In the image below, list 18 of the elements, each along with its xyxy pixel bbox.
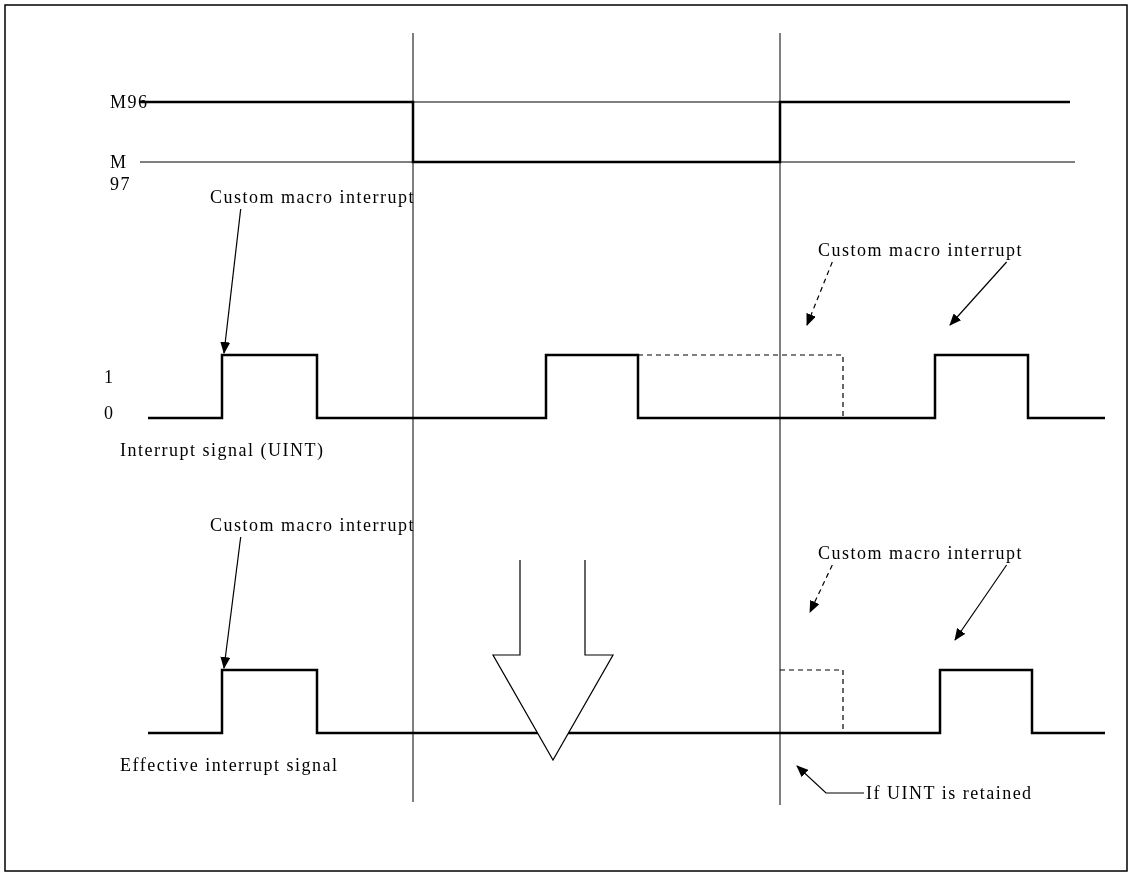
callout-text: If UINT is retained xyxy=(866,782,1033,804)
callout-text: Custom macro interrupt xyxy=(210,186,415,208)
callout-text: Custom macro interrupt xyxy=(210,514,415,536)
callout-text: Custom macro interrupt xyxy=(818,542,1023,564)
leader-line xyxy=(954,564,1008,641)
leader-line xyxy=(220,536,242,669)
signal-name: Interrupt signal (UINT) xyxy=(120,439,325,461)
leader-line xyxy=(949,261,1008,326)
leader-line xyxy=(809,564,833,613)
leader-line xyxy=(220,208,242,354)
signal-name: Effective interrupt signal xyxy=(120,754,339,776)
level-value: 1 xyxy=(104,366,115,388)
callout-text: Custom macro interrupt xyxy=(818,239,1023,261)
signal-name: M97 xyxy=(110,151,132,195)
signal-name: M96 xyxy=(110,91,149,113)
leader-line xyxy=(806,261,833,326)
level-value: 0 xyxy=(104,402,115,424)
leader-line xyxy=(796,765,865,794)
